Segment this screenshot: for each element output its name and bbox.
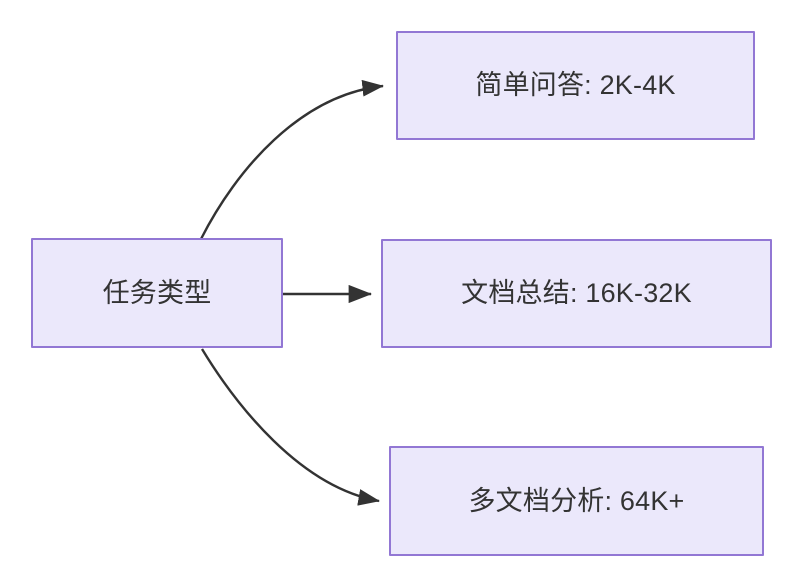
node-multi-doc[interactable]: 多文档分析: 64K+ [389, 446, 764, 556]
node-multi-doc-label: 多文档分析: 64K+ [468, 485, 685, 516]
node-task-type[interactable]: 任务类型 [31, 238, 283, 348]
edge-root-to-simple-qa [199, 79, 384, 240]
node-simple-qa-label: 简单问答: 2K-4K [475, 70, 676, 101]
node-doc-summary[interactable]: 文档总结: 16K-32K [381, 239, 772, 348]
node-simple-qa[interactable]: 简单问答: 2K-4K [396, 31, 755, 140]
node-doc-summary-label: 文档总结: 16K-32K [461, 278, 692, 309]
node-task-type-label: 任务类型 [102, 277, 212, 308]
edge-root-to-multi-doc [200, 348, 380, 506]
